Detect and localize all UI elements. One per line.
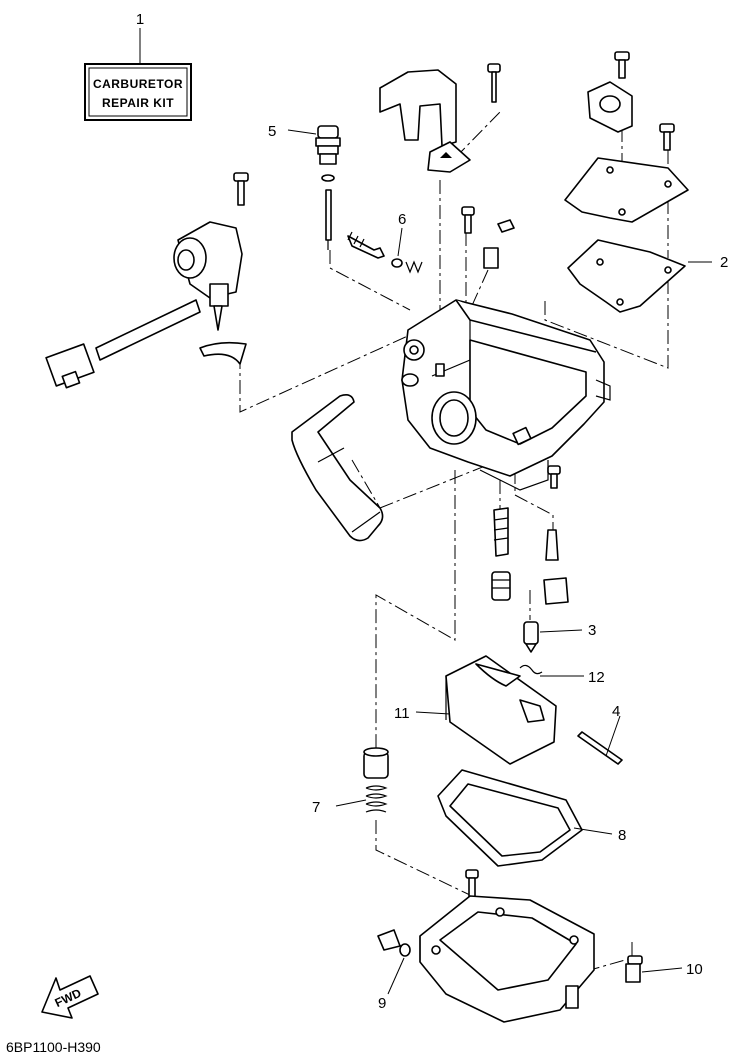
float-pin <box>577 731 623 765</box>
carburetor-body <box>401 299 611 491</box>
main-jets <box>491 465 569 605</box>
fwd-arrow: FWD <box>41 975 99 1019</box>
callout-10: 10 <box>686 961 703 978</box>
body-screws <box>461 206 515 269</box>
float <box>445 655 557 765</box>
needle-clip <box>519 664 543 675</box>
needle-valve <box>523 621 539 653</box>
float-bowl <box>419 869 595 1023</box>
callout-7: 7 <box>312 799 320 816</box>
leader-lines <box>139 28 712 995</box>
pilot-screw <box>347 231 423 274</box>
callout-3: 3 <box>588 622 596 639</box>
throttle-lever <box>587 51 675 151</box>
callout-1: 1 <box>136 11 144 28</box>
callout-6: 6 <box>398 211 406 228</box>
callout-11: 11 <box>394 705 410 722</box>
enrichener-solenoid <box>45 172 249 389</box>
drain-screw <box>377 929 411 957</box>
callout-8: 8 <box>618 827 626 844</box>
callout-4: 4 <box>612 703 620 720</box>
choke-link <box>379 63 501 173</box>
drawing-code: 6BP1100-H390 <box>6 1039 101 1055</box>
kit-label-line1: CARBURETOR <box>93 77 183 91</box>
cover-gasket <box>567 239 686 313</box>
accelerator-spring <box>363 747 389 813</box>
cover-plate <box>564 157 689 223</box>
callout-numbers: 1 2 3 4 5 6 7 8 9 10 11 12 <box>136 11 729 1012</box>
kit-label-line2: REPAIR KIT <box>102 96 174 110</box>
repair-kit-label: CARBURETOR REPAIR KIT <box>84 63 192 121</box>
callout-5: 5 <box>268 123 276 140</box>
fuel-hose <box>291 394 384 542</box>
pilot-screw-assembly <box>315 125 341 250</box>
callout-9: 9 <box>378 995 386 1012</box>
callout-12: 12 <box>588 669 605 686</box>
bowl-screw <box>625 955 643 983</box>
float-bowl-gasket <box>437 769 583 867</box>
callout-2: 2 <box>720 254 728 271</box>
